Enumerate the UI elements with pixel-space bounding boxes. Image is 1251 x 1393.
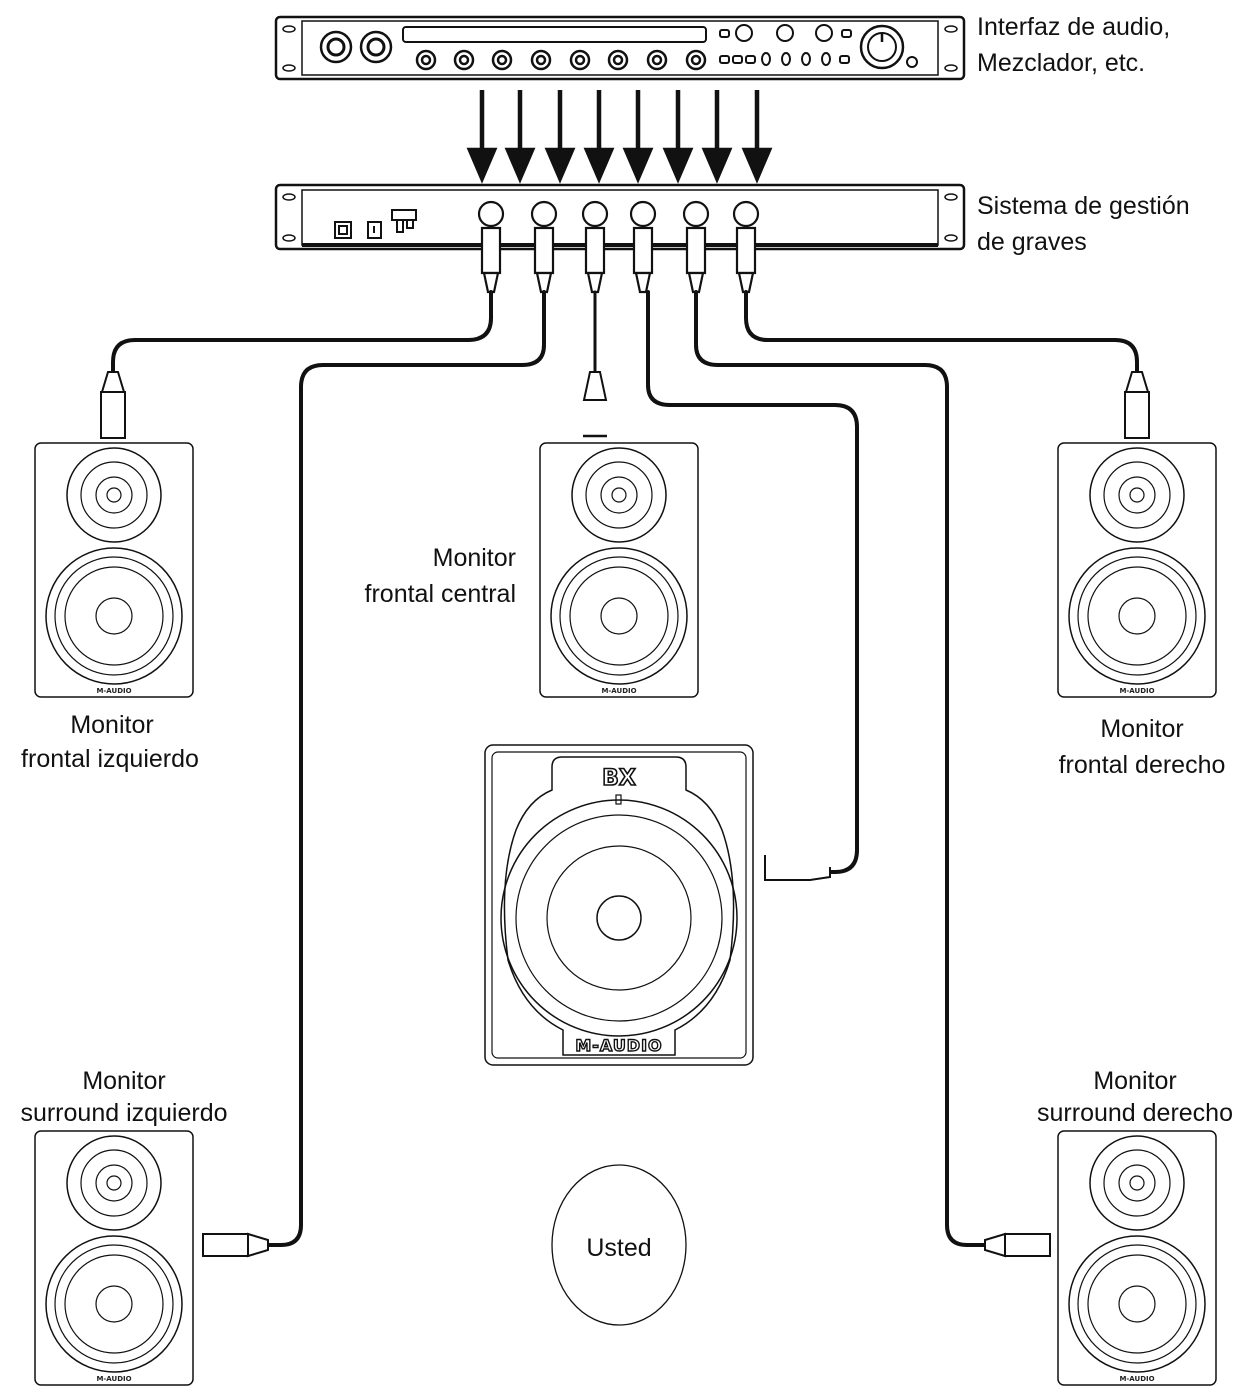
rack-ear-holes-icon xyxy=(282,25,958,72)
front-center-label: Monitor frontal central xyxy=(365,544,516,608)
audio-interface-label: Interfaz de audio, Mezclador, etc. xyxy=(977,13,1170,77)
front-center-label-line2: frontal central xyxy=(365,580,516,608)
front-left-label-line2: frontal izquierdo xyxy=(21,745,199,773)
knob-row-icon xyxy=(415,49,707,71)
display-strip xyxy=(402,26,707,43)
speaker-plugs xyxy=(100,371,1150,1258)
front-right-label-line2: frontal derecho xyxy=(1059,751,1226,779)
bass-management-label-line2: de graves xyxy=(977,228,1087,256)
signal-arrows xyxy=(466,90,773,184)
subwoofer-logo: M-AUDIO xyxy=(575,1036,662,1055)
monitor-front-left: M-AUDIO xyxy=(34,442,194,698)
front-right-label-line1: Monitor xyxy=(1100,715,1183,743)
surround-right-label: Monitor surround derecho xyxy=(1037,1067,1233,1127)
speaker-cables xyxy=(111,290,1139,1247)
combo-input-jacks-icon xyxy=(319,30,393,64)
monitor-logo: M-AUDIO xyxy=(96,1375,131,1383)
xlr-output-connectors xyxy=(477,200,760,294)
subwoofer-model: BX xyxy=(602,766,636,791)
listener: Usted xyxy=(551,1164,687,1326)
front-center-label-line1: Monitor xyxy=(433,544,516,572)
monitor-logo: M-AUDIO xyxy=(1119,1375,1154,1383)
front-left-label: Monitor frontal izquierdo xyxy=(21,711,199,773)
monitor-surround-right: M-AUDIO xyxy=(1057,1130,1217,1386)
surround-right-label-line1: Monitor xyxy=(1093,1067,1176,1095)
listener-label: Usted xyxy=(586,1234,651,1262)
cable-subwoofer xyxy=(646,290,859,874)
cable-front-left xyxy=(111,290,493,374)
rack-ear-holes-icon xyxy=(282,193,958,242)
monitor-logo: M-AUDIO xyxy=(1119,687,1154,695)
audio-interface-rack xyxy=(274,15,966,81)
front-right-label: Monitor frontal derecho xyxy=(1059,715,1226,779)
surround-left-label-line2: surround izquierdo xyxy=(20,1099,227,1127)
usb-power-icons xyxy=(334,209,417,239)
bass-management-rack xyxy=(274,183,966,294)
small-control-icons xyxy=(719,24,852,66)
bass-management-label: Sistema de gestión de graves xyxy=(977,192,1190,256)
monitor-logo: M-AUDIO xyxy=(96,687,131,695)
cable-surround-right xyxy=(694,290,987,1247)
volume-knob-icon xyxy=(859,24,918,70)
cable-front-right xyxy=(744,290,1139,374)
monitor-logo: M-AUDIO xyxy=(601,687,636,695)
surround-left-label-line1: Monitor xyxy=(82,1067,165,1095)
bass-management-label-line1: Sistema de gestión xyxy=(977,192,1190,220)
audio-interface-label-line1: Interfaz de audio, xyxy=(977,13,1170,41)
audio-interface-label-line2: Mezclador, etc. xyxy=(977,49,1145,77)
front-left-label-line1: Monitor xyxy=(70,711,153,739)
cable-surround-left xyxy=(266,290,546,1247)
monitor-front-right: M-AUDIO xyxy=(1057,442,1217,698)
monitor-front-center: M-AUDIO xyxy=(539,442,699,698)
surround-right-label-line2: surround derecho xyxy=(1037,1099,1233,1127)
surround-left-label: Monitor surround izquierdo xyxy=(20,1067,227,1127)
monitor-surround-left: M-AUDIO xyxy=(34,1130,194,1386)
subwoofer: BX M-AUDIO xyxy=(484,744,754,1066)
